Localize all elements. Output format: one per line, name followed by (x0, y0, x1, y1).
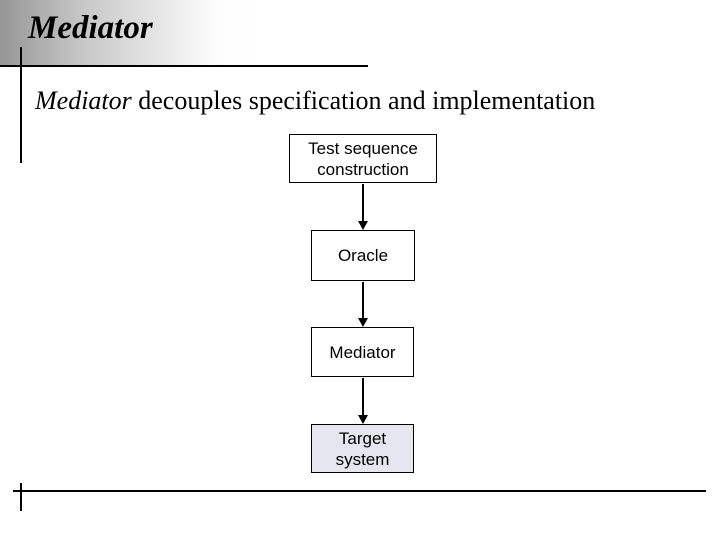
arrow-head-icon (358, 318, 368, 327)
footer-vertical-tick (20, 483, 22, 511)
arrow-stem (362, 378, 364, 416)
header-gradient-band (0, 0, 720, 65)
footer-horizontal-rule (13, 490, 706, 492)
slide-title: Mediator (28, 10, 153, 46)
flow-node-oracle: Oracle (311, 230, 415, 281)
flow-node-test-sequence-construction: Test sequence construction (289, 134, 437, 183)
flow-arrow-mediator-to-target (357, 378, 369, 424)
arrow-head-icon (358, 415, 368, 424)
title-underline-rule (0, 65, 368, 67)
slide-subtitle: Mediator decouples specification and imp… (35, 86, 595, 116)
arrow-stem (362, 282, 364, 319)
subtitle-emphasis: Mediator (35, 86, 132, 115)
flow-node-target-system: Target system (311, 424, 414, 473)
flow-arrow-oracle-to-mediator (357, 282, 369, 327)
flow-node-mediator: Mediator (311, 327, 414, 377)
arrow-stem (362, 184, 364, 222)
flow-arrow-test-to-oracle (357, 184, 369, 230)
subtitle-rest: decouples specification and implementati… (131, 86, 596, 115)
left-vertical-rule (20, 47, 22, 163)
arrow-head-icon (358, 221, 368, 230)
